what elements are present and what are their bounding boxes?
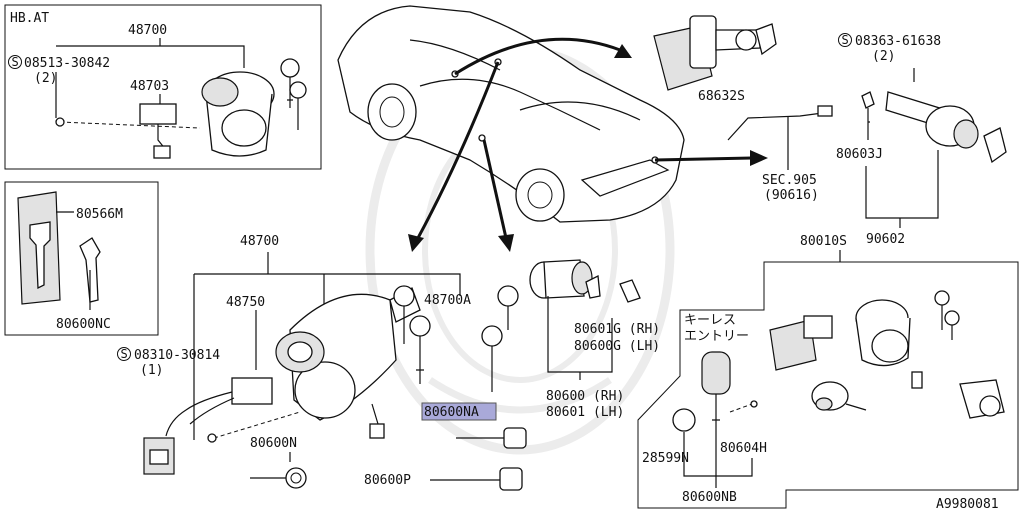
hbat-box: HB.AT 48700 S 08513-30842 (2) 48703 [4, 4, 322, 170]
keyless-label-line-2: エントリー [684, 329, 749, 344]
part-label-28599n: 28599N [642, 451, 689, 466]
part-label-08363-qty: (2) [872, 49, 895, 64]
part-label-08310-qty: (1) [140, 363, 163, 378]
key-blank-part [79, 237, 101, 310]
part-label-80010s: 80010S [800, 234, 847, 249]
part-label-80600nb: 80600NB [682, 490, 737, 505]
part-label-80601: 80601 (LH) [546, 405, 624, 420]
part-label-48703: 48703 [130, 79, 169, 94]
key-holder-box: 80566M 80600NC [4, 181, 159, 336]
ignition-keys [393, 285, 431, 384]
keyless-door-handle [769, 315, 833, 371]
circled-s-icon: S [8, 55, 22, 69]
screw-part [207, 433, 217, 443]
figure-id: A9980081 [936, 497, 999, 510]
part-label-08310: 08310-30814 [134, 348, 220, 363]
ignition-switch-part [139, 103, 177, 159]
svg-text:S: S [842, 33, 849, 47]
part-label-80600n: 80600N [250, 436, 297, 451]
part-label-48700-mid: 48700 [240, 234, 279, 249]
battery-part [672, 408, 696, 432]
ignition-assembly: 48700 48750 48700A S 08310-30814 (1) [117, 234, 471, 489]
switch-and-connector [143, 377, 273, 475]
part-label-80600g: 80600G (LH) [574, 339, 660, 354]
part-label-48750: 48750 [226, 295, 265, 310]
part-label-08513: 08513-30842 [24, 56, 110, 71]
part-label-80600nc: 80600NC [56, 317, 111, 332]
highlight-box [421, 402, 497, 421]
key-blank-part [250, 467, 307, 489]
part-label-80566m: 80566M [76, 207, 123, 222]
keyless-label-line-1: キーレス [684, 313, 736, 328]
key-80600p: 80600P [364, 467, 523, 491]
part-label-80603j: 80603J [836, 147, 883, 162]
bolt-part [369, 403, 385, 439]
svg-text:S: S [121, 347, 128, 361]
screw-part [55, 117, 65, 127]
part-label-80601g: 80601G (RH) [574, 322, 660, 337]
section-label-905: SEC.905 [762, 173, 817, 188]
keyless-cylinders [811, 379, 1005, 419]
remote-key-part [701, 351, 731, 440]
part-label-08363: 08363-61638 [855, 34, 941, 49]
part-label-80604h: 80604H [720, 441, 767, 456]
trunk-lock-assembly: S 08363-61638 (2) 80603J 90602 [836, 33, 1007, 247]
section-label-905-sub: (90616) [764, 188, 819, 203]
highlighted-part-80600na[interactable]: 80600NA [421, 402, 527, 449]
trunk-rod-assembly: SEC.905 (90616) [727, 105, 833, 203]
part-label-08513-qty: (2) [34, 71, 57, 86]
part-label-80600: 80600 (RH) [546, 389, 624, 404]
circled-s-icon: S [838, 33, 852, 47]
part-label-48700-top: 48700 [128, 23, 167, 38]
keyless-ignition-lock [855, 290, 960, 389]
svg-text:S: S [12, 55, 19, 69]
part-label-80600na: 80600NA [424, 405, 479, 420]
key-part [280, 58, 307, 130]
part-label-90602: 90602 [866, 232, 905, 247]
circled-s-icon: S [117, 347, 131, 361]
keyless-entry-box: キーレス エントリー 28599N 80604H 80600NB 80010S [637, 234, 1019, 509]
car-illustration [337, 5, 685, 223]
door-handle-assembly: 68632S [653, 15, 777, 104]
part-label-68632s: 68632S [698, 89, 745, 104]
steering-lock-part [201, 71, 275, 157]
hbat-label: HB.AT [10, 11, 49, 26]
part-label-80600p: 80600P [364, 473, 411, 488]
part-label-48700a: 48700A [424, 293, 471, 308]
lock-cylinder-body [275, 287, 421, 421]
pointer-arrows [408, 37, 768, 252]
door-lock-cylinders: 80601G (RH) 80600G (LH) 80600 (RH) 80601… [481, 259, 660, 420]
